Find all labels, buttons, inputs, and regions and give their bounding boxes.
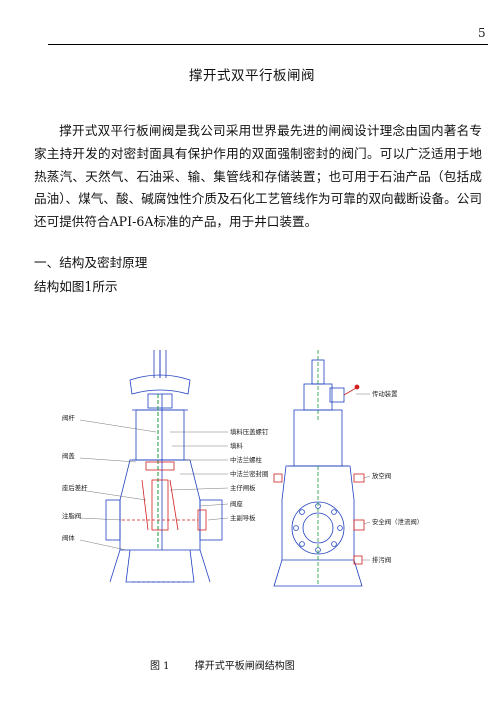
label-guide-plate: 主副导板 — [230, 513, 256, 522]
intro-paragraph: 撑开式双平行板闸阀是我公司采用世界最先进的闸阀设计理念由国内著名专家主持开发的对… — [34, 120, 482, 234]
label-seat-back-bar: 座后差杆 — [62, 483, 88, 492]
header-rule — [48, 44, 488, 45]
figure-caption: 图 1 撑开式平板闸阀结构图 — [150, 657, 317, 672]
label-flange-seal: 中法兰密封圈 — [230, 469, 268, 478]
document-title: 撑开式双平行板闸阀 — [189, 68, 315, 84]
label-grease-valve: 注脂阀 — [62, 511, 81, 520]
intro-paragraph-text: 撑开式双平行板闸阀是我公司采用世界最先进的闸阀设计理念由国内著名专家主持开发的对… — [34, 123, 482, 230]
label-packing: 填料 — [230, 441, 243, 450]
valve-structure-drawing: 阀杆 阀盖 座后差杆 注脂阀 阀体 填料压盖螺钉 填料 中法兰螺柱 中法兰密封圈… — [62, 350, 423, 587]
label-relief-valve: 安全阀（泄流阀） — [372, 517, 423, 526]
leader-lines — [79, 393, 371, 561]
label-seat: 阀座 — [230, 499, 243, 508]
label-packing-gland-screw: 填料压盖螺钉 — [230, 427, 269, 436]
label-bonnet: 阀盖 — [62, 451, 75, 460]
exterior-highlights — [273, 473, 365, 565]
exterior-view — [273, 350, 363, 587]
caption-text: 撑开式平板闸阀结构图 — [194, 661, 295, 672]
section-heading: 一、结构及密封原理 — [34, 255, 148, 270]
label-flange-stud: 中法兰螺柱 — [230, 455, 263, 464]
sectional-view — [105, 350, 223, 583]
label-vent-valve: 放空阀 — [372, 471, 391, 480]
label-actuator: 传动装置 — [372, 389, 398, 398]
label-stem: 阀杆 — [62, 413, 75, 422]
label-body: 阀体 — [62, 533, 75, 542]
page-number: 5 — [478, 26, 486, 40]
sectional-highlights — [141, 461, 207, 531]
label-gate: 主仔闸板 — [230, 483, 256, 492]
label-drain-valve: 排污阀 — [372, 555, 391, 564]
structure-note: 结构如图1所示 — [34, 279, 118, 294]
caption-number: 图 1 — [150, 661, 170, 672]
